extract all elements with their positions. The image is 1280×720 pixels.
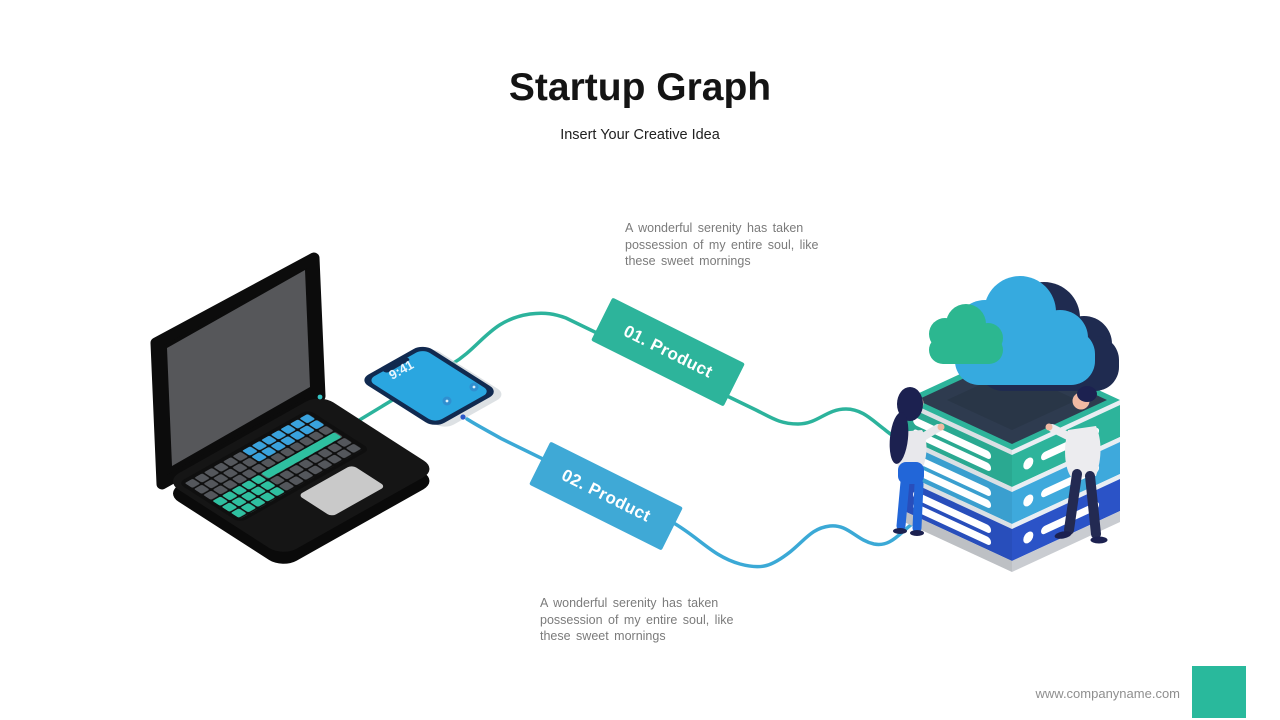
charging-port [460, 414, 466, 420]
step-1-description: A wonderful serenity has taken possessio… [625, 221, 819, 269]
step-2-description: A wonderful serenity has taken possessio… [540, 596, 734, 644]
footer-company-url: www.companyname.com [1035, 686, 1181, 701]
small-cloud-icon [929, 304, 1003, 364]
server-vents-left-3 [913, 491, 992, 545]
server-stack-icon [904, 276, 1120, 572]
man-figure [1045, 386, 1108, 544]
laptop-trackpad [300, 466, 384, 516]
connector-line-1 [336, 311, 904, 442]
laptop-power-led [317, 394, 323, 400]
footer-accent-square [1192, 666, 1246, 718]
flashlight-dot [445, 399, 449, 403]
page-title: Startup Graph [508, 66, 772, 109]
laptop-display [167, 270, 310, 466]
server-vents-left-2 [913, 454, 992, 508]
smartphone-notch [382, 357, 410, 373]
laptop-deck [173, 398, 430, 552]
laptop-icon [150, 252, 430, 564]
smartphone-screen [371, 351, 487, 421]
smartphone-icon: 9:41 [364, 346, 502, 427]
server-base-shadow [904, 511, 1120, 572]
woman-figure [889, 387, 945, 536]
page-subtitle: Insert Your Creative Idea [560, 127, 720, 143]
camera-dot [472, 385, 476, 389]
